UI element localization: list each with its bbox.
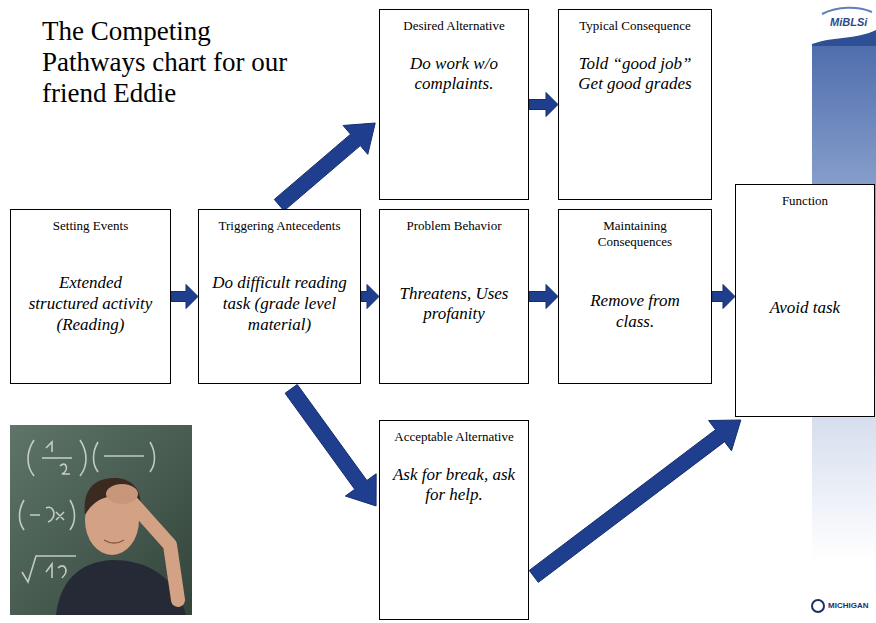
block-arrow: [274, 123, 375, 211]
hand: [106, 484, 138, 504]
box-heading: Acceptable Alternative: [380, 421, 528, 445]
block-arrow: [529, 285, 558, 309]
block-arrow: [171, 285, 198, 309]
arm: [128, 498, 178, 600]
block-arrow: [285, 384, 376, 505]
block-arrow: [712, 285, 735, 309]
pathway-box: Triggering Antecedents Do difficult readi…: [198, 209, 361, 384]
box-heading: Function: [736, 185, 874, 209]
box-heading: Problem Behavior: [380, 210, 528, 234]
box-body: Do work w/o complaints.: [380, 54, 528, 95]
box-body: Do difficult reading task (grade level m…: [199, 273, 360, 335]
box-heading: Setting Events: [11, 210, 170, 234]
logo-text: MiBLSi: [830, 16, 867, 28]
box-body: Avoid task: [736, 298, 874, 319]
mouth: [104, 540, 124, 543]
pathway-box: Desired Alternative Do work w/o complaint…: [379, 9, 529, 200]
box-body: Remove from class.: [559, 291, 711, 332]
block-arrow: [361, 285, 379, 309]
logo-mark: [812, 600, 824, 612]
chart-title: The Competing Pathways chart for our fri…: [42, 16, 304, 109]
block-arrow: [529, 93, 558, 117]
box-heading: Triggering Antecedents: [199, 210, 360, 234]
box-body: Ask for break, ask for help.: [380, 465, 528, 506]
student-photo: [10, 425, 192, 615]
chalkboard: [10, 425, 192, 615]
block-arrow: [529, 420, 741, 582]
box-body: Extended structured activity (Reading): [11, 273, 170, 335]
pathway-box: Problem BehaviorThreatens, Uses profanit…: [379, 209, 529, 384]
banner-swoosh: [812, 30, 876, 46]
box-body: Threatens, Uses profanity: [380, 284, 528, 325]
pathway-box: FunctionAvoid task: [735, 184, 875, 417]
pathway-box: Setting EventsExtended structured activi…: [10, 209, 171, 384]
box-heading: Maintaining Consequences: [559, 210, 711, 249]
box-heading: Typical Consequence: [559, 10, 711, 34]
box-heading: Desired Alternative: [380, 10, 528, 34]
pathway-box: Typical ConsequenceTold “good job” Get g…: [558, 9, 712, 200]
logo-swoosh: [822, 8, 872, 14]
pathway-box: Acceptable AlternativeAsk for break, ask…: [379, 420, 529, 620]
pathway-box: Maintaining ConsequencesRemove from clas…: [558, 209, 712, 384]
box-body: Told “good job” Get good grades: [559, 54, 711, 95]
logo-text: MICHIGAN: [828, 601, 868, 610]
